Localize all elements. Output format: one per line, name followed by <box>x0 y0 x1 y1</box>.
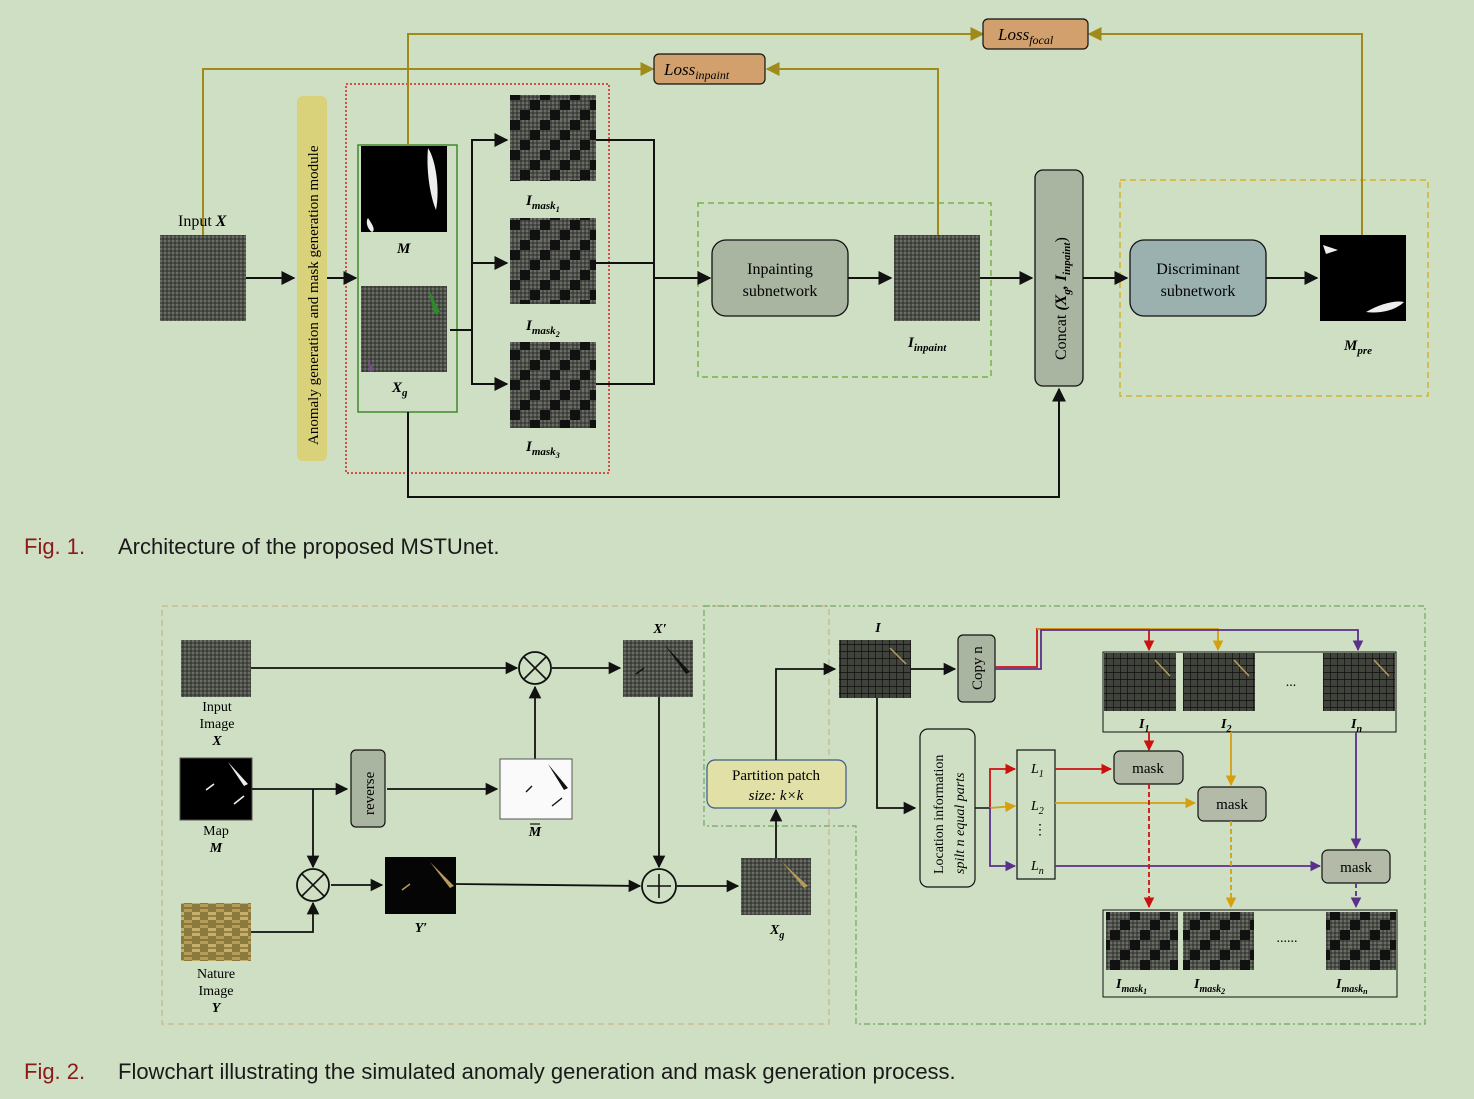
l1-label: L1 <box>1030 762 1044 780</box>
partition-label-2: size: k×k <box>749 788 804 804</box>
i-grid-label: I <box>874 621 881 636</box>
inpaint-image <box>894 235 980 321</box>
inpainting-label-2: subnetwork <box>743 283 818 300</box>
loss-inpaint-label: Lossinpaint <box>663 60 730 82</box>
iinpaint-label: Iinpaint <box>907 335 947 354</box>
fig2-xg-image <box>741 858 811 915</box>
imask1-output-image <box>1106 912 1178 970</box>
multiply-icon <box>518 651 552 685</box>
discriminant-subnetwork-box <box>1129 239 1267 317</box>
fig2-nature-label-2: Image <box>199 984 234 999</box>
i-grid-image <box>839 640 911 698</box>
fig2-map-label-2: M <box>209 841 223 856</box>
discriminant-label-2: subnetwork <box>1161 283 1236 300</box>
fig2-map-image <box>179 757 253 821</box>
fig2-nature-label-3: Y <box>212 1001 222 1016</box>
loss-connectors <box>202 27 1363 235</box>
imask2-output-image <box>1183 912 1254 970</box>
anomaly-module-label: Anomaly generation and mask generation m… <box>306 145 322 445</box>
inpainting-label-1: Inpainting <box>747 261 813 278</box>
masked-outputs-frame <box>1102 909 1398 998</box>
location-label-2: spilt n equal parts <box>953 772 968 874</box>
fig2-xg-label: Xg <box>769 923 784 941</box>
fig2-caption-number: Fig. 2. <box>24 1059 86 1084</box>
mask-box-n-label: mask <box>1340 860 1372 876</box>
copies-frame <box>1102 651 1397 733</box>
location-label-1: Location information <box>932 755 947 874</box>
xprime-label: X′ <box>652 622 666 637</box>
fig2-caption-text: Flowchart illustrating the simulated ano… <box>118 1059 956 1084</box>
discriminant-label-1: Discriminant <box>1156 261 1240 278</box>
fig2-input-label-1: Input <box>202 700 232 715</box>
in-image <box>1323 653 1395 711</box>
mask-box-2 <box>1197 786 1267 822</box>
mask-m-label: M <box>396 241 411 257</box>
mpre-label: Mpre <box>1343 338 1372 357</box>
loss-focal-box <box>982 18 1089 50</box>
reverse-label: reverse <box>362 771 378 815</box>
l-list-box <box>1016 749 1056 880</box>
anomaly-module-box <box>297 96 327 461</box>
fig1-caption-text: Architecture of the proposed MSTUnet. <box>118 534 500 559</box>
imask2-image <box>510 218 596 304</box>
fig2-caption: Fig. 2. Flowchart illustrating the simula… <box>24 1059 956 1085</box>
partition-label-1: Partition patch <box>732 768 820 784</box>
fig2-input-label-2: Image <box>200 717 235 732</box>
imask1-label: Imask1 <box>525 193 560 214</box>
loss-inpaint-box <box>653 53 766 85</box>
add-icon <box>641 868 677 904</box>
fig1-caption-number: Fig. 1. <box>24 534 86 559</box>
i1-label: I1 <box>1138 717 1149 735</box>
fig2-input-image <box>181 640 251 697</box>
discriminant-frame <box>1119 179 1429 397</box>
i2-label: I2 <box>1220 717 1231 735</box>
imask3-image <box>510 342 596 428</box>
imaskn-output-label: Imaskn <box>1335 977 1368 996</box>
outputs-ellipsis: ...... <box>1277 931 1298 946</box>
ln-label: Ln <box>1030 859 1044 877</box>
mbar-image <box>499 758 573 820</box>
yprime-label: Y′ <box>415 921 428 936</box>
concat-label: Concat (Xg, Iinpaint) <box>1053 237 1073 360</box>
fig2-input-label-3: X <box>211 734 222 749</box>
fig1-caption: Fig. 1. Architecture of the proposed MSTU… <box>24 534 500 560</box>
fig1-input-label: Input X <box>178 213 227 230</box>
imask1-image <box>510 95 596 181</box>
imask3-label: Imask3 <box>525 439 560 460</box>
mbar-label: M <box>528 825 542 840</box>
loss-focal-label: Lossfocal <box>997 25 1054 47</box>
copies-ellipsis: ... <box>1286 675 1297 690</box>
inpainting-subnetwork-box <box>711 239 849 317</box>
anomaly-generation-frame <box>161 605 830 1025</box>
imask2-label: Imask2 <box>525 318 560 339</box>
fig2-nature-image <box>181 903 251 961</box>
l2-label: L2 <box>1030 799 1044 817</box>
mask-box-2-label: mask <box>1216 797 1248 813</box>
fig2-map-label-1: Map <box>203 824 229 839</box>
reverse-box <box>350 749 386 828</box>
xprime-image <box>623 640 693 697</box>
fig2-nature-label-1: Nature <box>197 967 235 982</box>
mask-box-1-label: mask <box>1132 761 1164 777</box>
multiply-icon-2 <box>296 868 330 902</box>
inpainting-frame <box>697 202 992 378</box>
yprime-image <box>385 857 456 914</box>
imask1-output-label: Imask1 <box>1115 977 1147 996</box>
mask-generation-frame-2 <box>703 605 1426 1025</box>
imaskn-output-image <box>1326 912 1396 970</box>
fig1-input-image <box>160 235 246 321</box>
imask2-output-label: Imask2 <box>1193 977 1225 996</box>
xg-label: Xg <box>391 380 408 399</box>
copy-n-label: Copy n <box>970 646 986 690</box>
xg-image <box>361 286 447 372</box>
i2-image <box>1183 653 1255 711</box>
i1-image <box>1104 653 1176 711</box>
in-label: In <box>1350 717 1362 735</box>
l-ellipsis: ⋮ <box>1033 823 1047 838</box>
